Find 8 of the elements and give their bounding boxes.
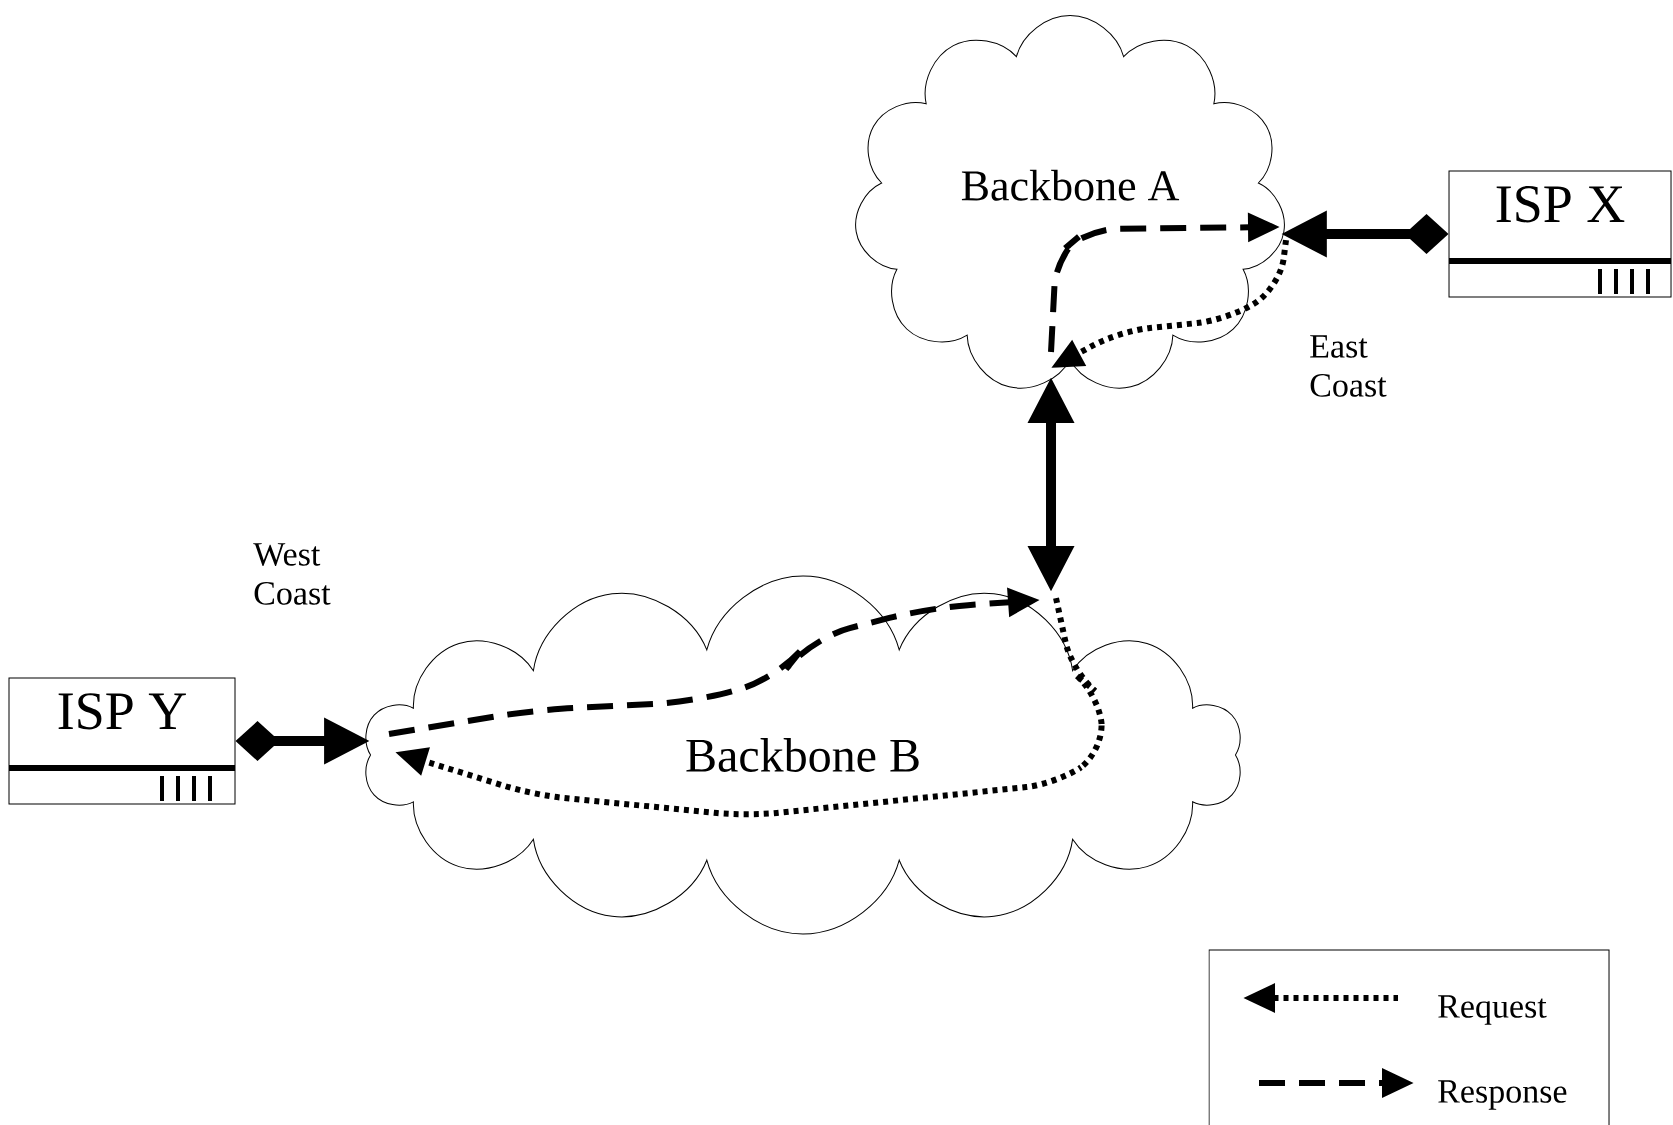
isp-box: ISP Y [8,677,236,805]
isp-box: ISP X [1448,170,1672,298]
cloud: Backbone A [855,15,1285,389]
coast-label: West Coast [253,543,331,605]
legend-label: Request [1438,995,1547,1025]
legend-label: Response [1438,1080,1567,1110]
coast-label: East Coast [1310,335,1387,397]
cloud: Backbone B [365,575,1241,935]
